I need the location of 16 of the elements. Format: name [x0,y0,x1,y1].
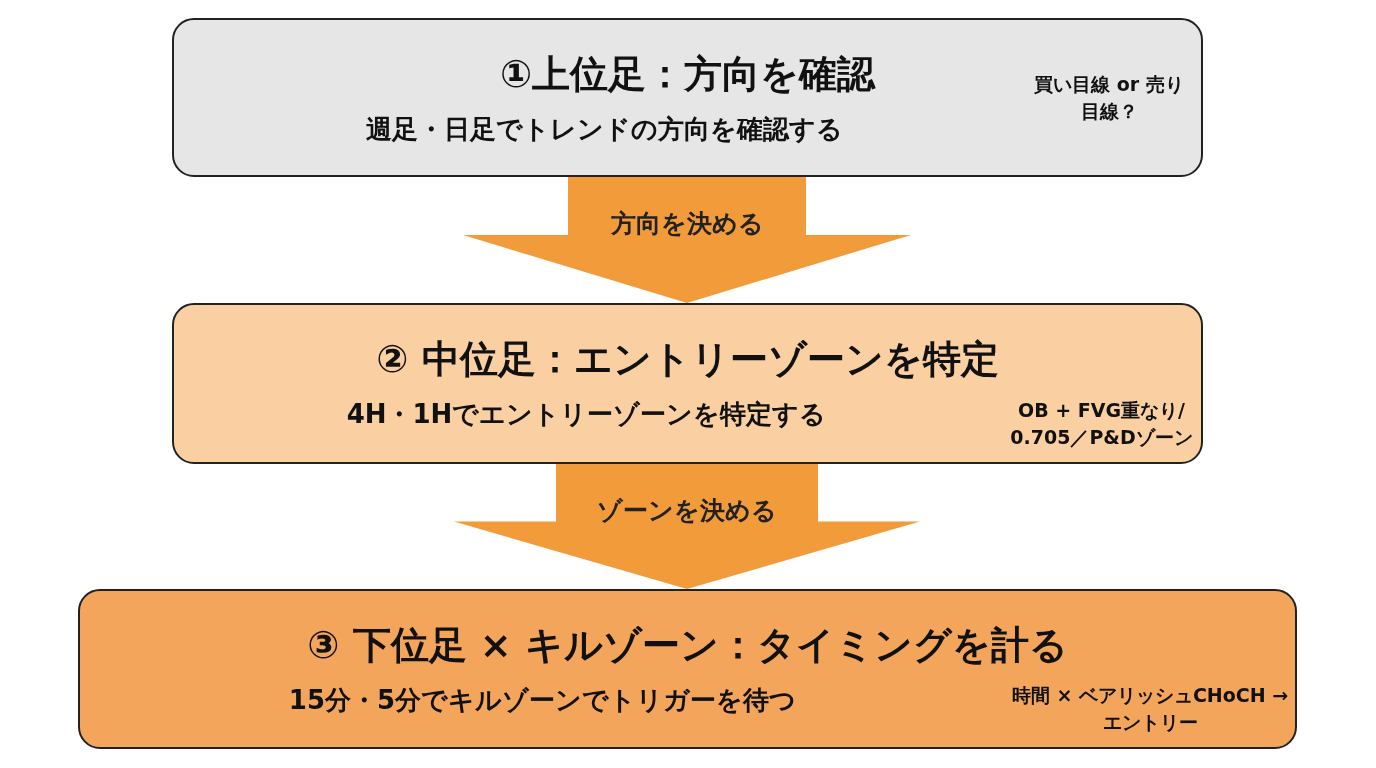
step-heading: ①上位足：方向を確認 [499,51,876,98]
edge-label: 方向を決める [610,208,764,240]
process-box [78,589,1297,749]
step-description: 15分・5分でキルゾーンでトリガーを待つ [288,684,797,717]
side-note: 時間 × ベアリッシュCHoCH → エントリー [1010,683,1290,735]
edge-label: ゾーンを決める [597,495,777,527]
step-heading: ③ 下位足 × キルゾーン：タイミングを計る [307,622,1068,669]
block-arrow [463,177,911,303]
block-arrow [454,464,920,589]
process-box [172,303,1203,464]
side-note: OB + FVG重なり/ 0.705／P&Dゾーン [1009,397,1194,450]
step-heading: ② 中位足：エントリーゾーンを特定 [376,336,999,383]
process-box [172,18,1203,177]
step-description: 週足・日足でトレンドの方向を確認する [365,113,843,146]
side-note: 買い目線 or 売り目線？ [1034,71,1184,124]
step-description: 4H・1Hでエントリーゾーンを特定する [346,398,827,431]
